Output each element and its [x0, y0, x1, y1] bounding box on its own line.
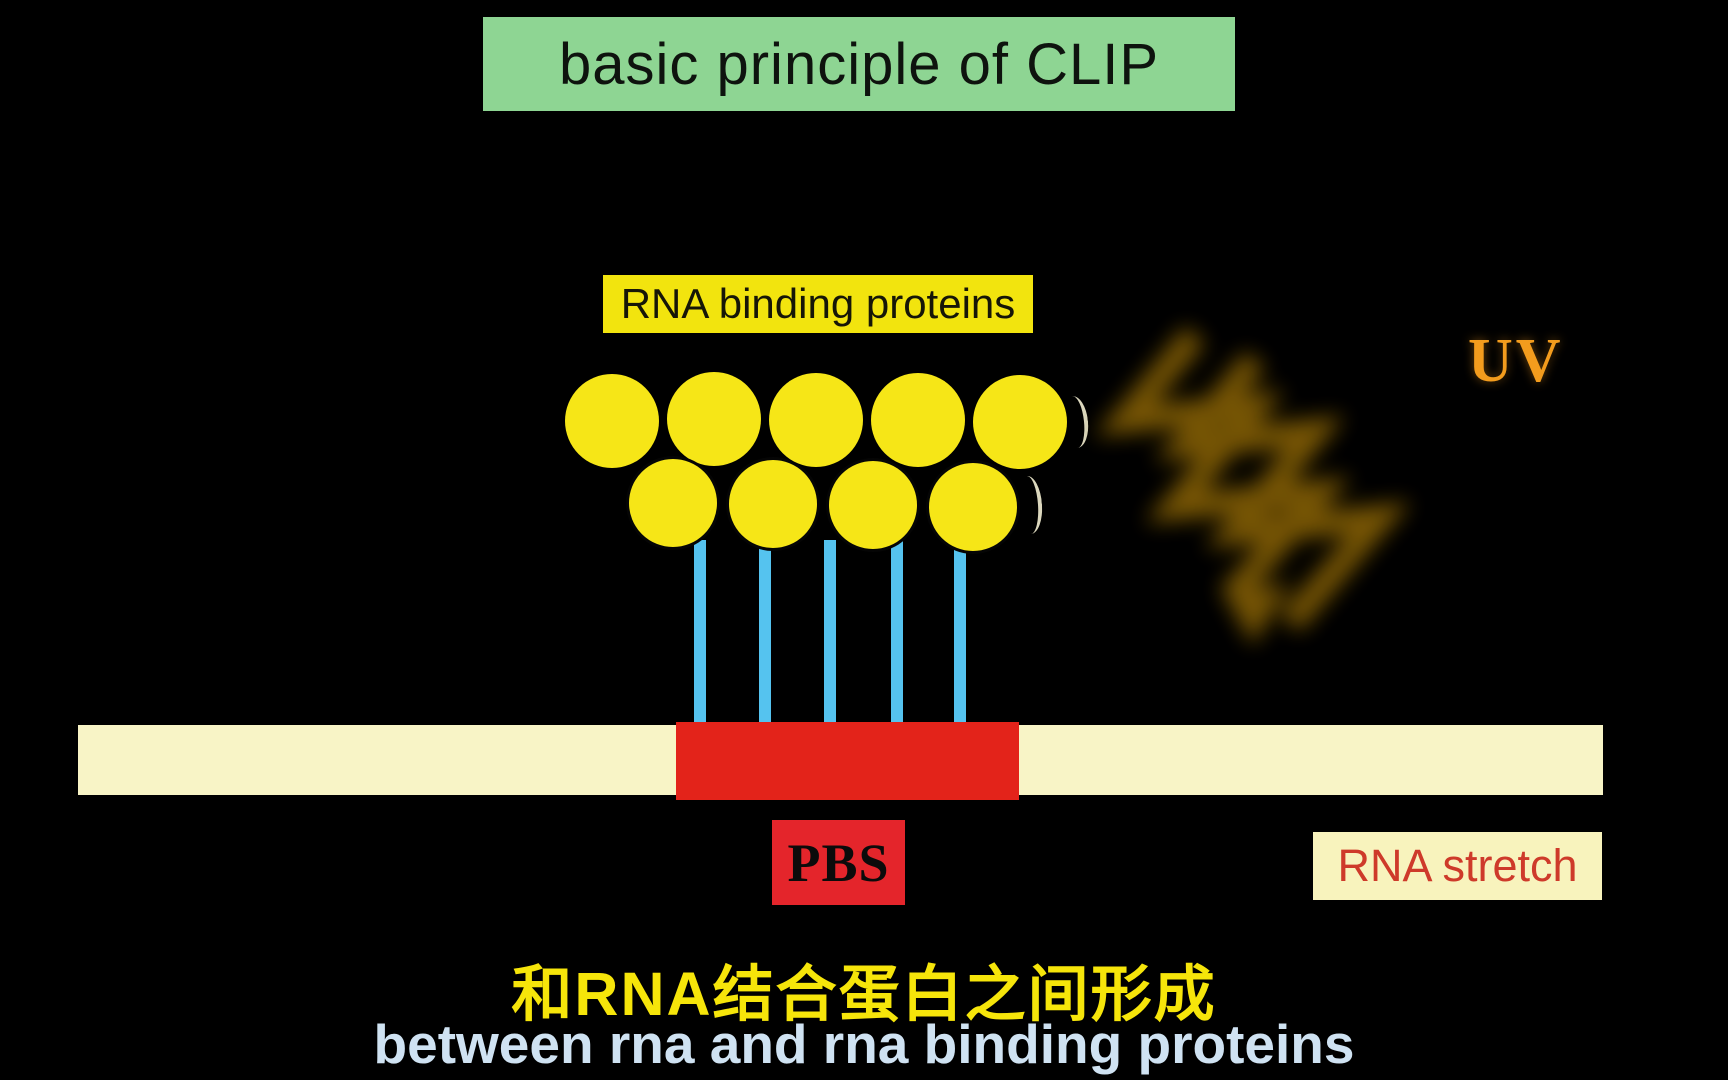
title-banner: basic principle of CLIP — [483, 17, 1235, 111]
protein-circle — [726, 457, 820, 551]
uv-rays-blur-icon — [1094, 326, 1411, 645]
rna-binding-proteins-label: RNA binding proteins — [603, 275, 1033, 333]
protein-circle — [871, 373, 965, 467]
rna-protein-link — [954, 540, 966, 725]
protein-circle — [926, 460, 1020, 554]
subtitle-chinese: 和RNA结合蛋白之间形成 — [511, 960, 1217, 1028]
protein-circle — [769, 373, 863, 467]
rna-stretch-label-text: RNA stretch — [1337, 840, 1578, 891]
protein-circle — [626, 456, 720, 550]
highlight-arc — [1014, 475, 1044, 535]
subtitle-english: between rna and rna binding proteins — [373, 1013, 1355, 1075]
pbs-segment — [676, 722, 1019, 800]
rna-protein-link — [891, 540, 903, 725]
protein-circle — [826, 458, 920, 552]
uv-label: UV — [1468, 326, 1564, 397]
pbs-label-text: PBS — [787, 832, 890, 893]
rna-protein-link — [824, 540, 836, 725]
protein-circle — [667, 372, 761, 466]
rna-stretch-label: RNA stretch — [1313, 832, 1602, 900]
rna-protein-link — [694, 540, 706, 725]
uv-label-text: UV — [1468, 327, 1564, 395]
protein-circle — [565, 374, 659, 468]
pbs-label: PBS — [772, 820, 905, 905]
rna-binding-proteins-label-text: RNA binding proteins — [620, 280, 1016, 327]
rna-protein-link — [759, 540, 771, 725]
page-title: basic principle of CLIP — [558, 31, 1160, 97]
protein-circle — [973, 375, 1067, 469]
